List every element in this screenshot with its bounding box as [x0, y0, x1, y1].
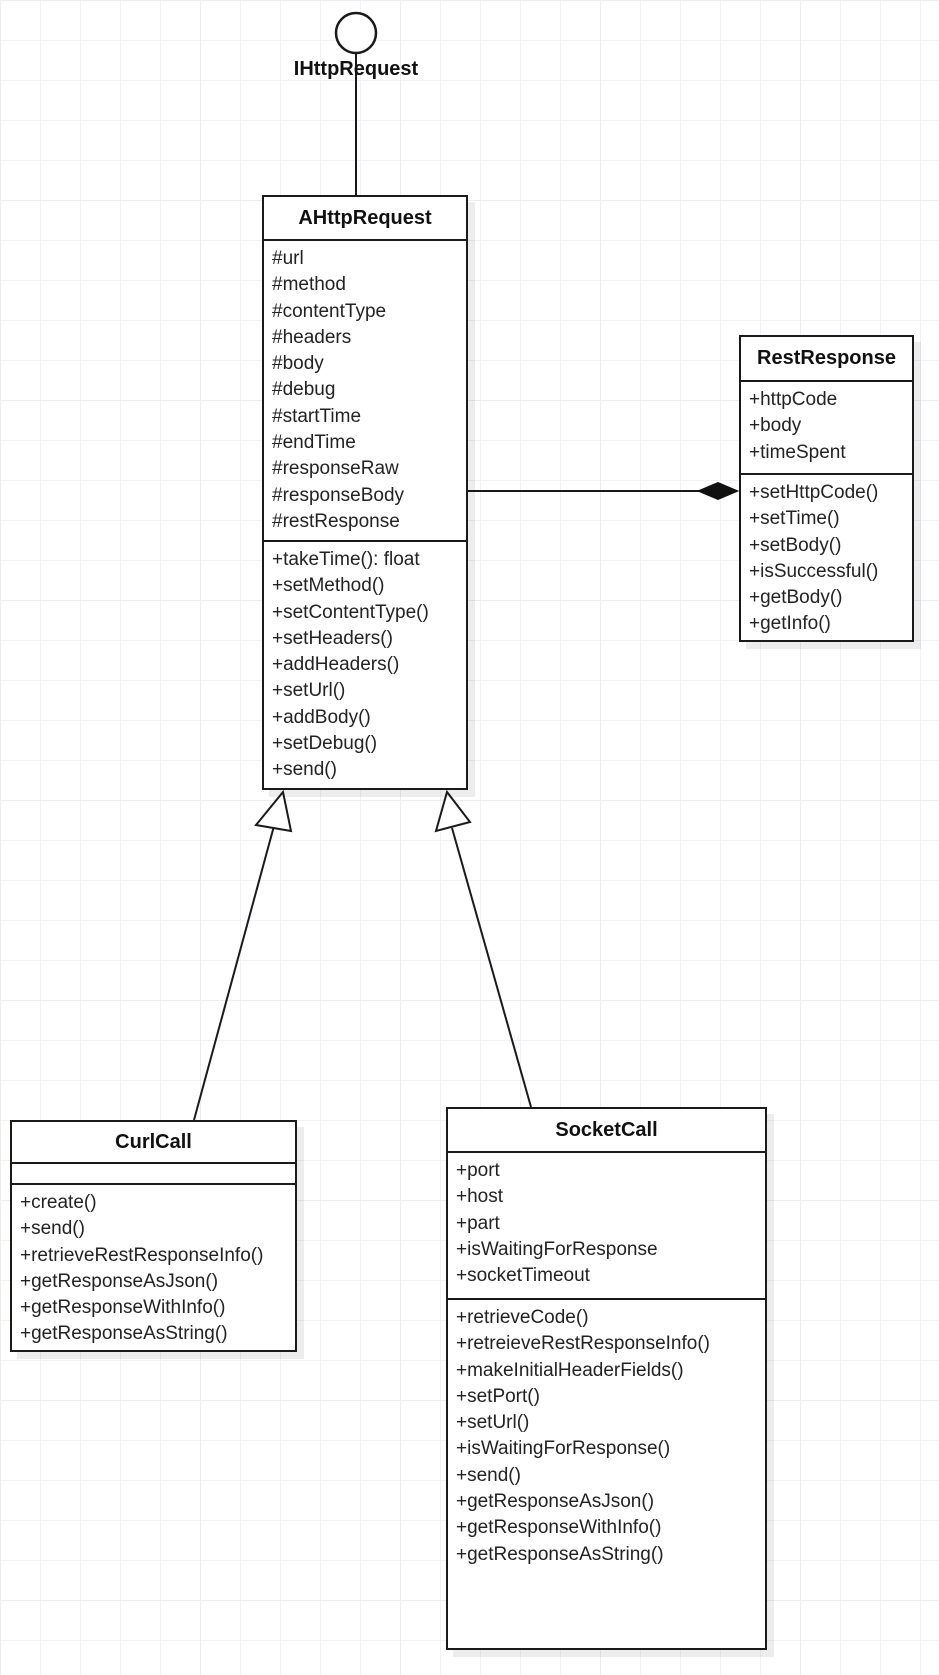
member-line: +retrieveRestResponseInfo() [20, 1244, 264, 1266]
member-line: +setMethod() [272, 575, 385, 597]
class-title-curlcall: CurlCall [115, 1130, 192, 1153]
member-line: +addHeaders() [272, 654, 400, 676]
member-line: +part [456, 1212, 500, 1234]
member-line: +getResponseWithInfo() [456, 1517, 662, 1539]
member-line: +send() [20, 1218, 85, 1240]
member-line: +setHttpCode() [749, 482, 879, 503]
member-line: +getResponseAsJson() [20, 1270, 219, 1292]
class-attributes-restresponse: +httpCode +body +timeSpent [741, 380, 912, 473]
class-attributes-curlcall [12, 1162, 295, 1183]
member-line: #contentType [272, 300, 387, 322]
member-line: #endTime [272, 432, 356, 454]
member-line: +makeInitialHeaderFields() [456, 1359, 684, 1381]
generalization-triangle-icon-right [434, 789, 472, 833]
member-line: +getResponseAsJson() [456, 1491, 655, 1513]
member-line: +create() [20, 1192, 97, 1213]
class-attributes-socketcall: +port +host +part +isWaitingForResponse +soc… [448, 1151, 765, 1298]
member-line: +getInfo() [749, 613, 831, 635]
class-methods-restresponse: +setHttpCode() +setTime() +setBody() +isSuc… [741, 473, 912, 640]
member-line: +retrieveCode() [456, 1307, 589, 1328]
member-line: #startTime [272, 405, 362, 427]
member-line: +isWaitingForResponse() [456, 1438, 671, 1460]
member-line: +send() [272, 759, 337, 781]
class-restresponse: RestResponse +httpCode +body +timeSpent +s… [739, 335, 914, 642]
member-line: +isWaitingForResponse [456, 1238, 658, 1260]
member-line: #responseRaw [272, 458, 399, 480]
generalization-line-socketcall [451, 827, 532, 1108]
member-line: +setPort() [456, 1385, 540, 1407]
member-line: +getResponseAsString() [456, 1543, 664, 1565]
member-line: +setUrl() [456, 1412, 530, 1434]
class-curlcall: CurlCall +create() +send() +retrieveRestRe… [10, 1120, 297, 1352]
member-line: +port [456, 1160, 500, 1181]
class-attributes-ahttprequest: #url #method #contentType #headers #body #deb… [264, 239, 466, 540]
member-line: +send() [456, 1464, 521, 1486]
member-line: +addBody() [272, 706, 371, 728]
member-line: +host [456, 1186, 504, 1208]
member-line: +timeSpent [749, 441, 846, 463]
member-line: #method [272, 274, 346, 296]
class-ahttprequest: AHttpRequest #url #method #contentType #hea… [262, 195, 468, 790]
member-line: +socketTimeout [456, 1265, 590, 1287]
member-line: +setBody() [749, 534, 842, 556]
interface-lollipop-icon [334, 11, 378, 55]
class-socketcall: SocketCall +port +host +part +isWaitingForR… [446, 1107, 767, 1650]
member-line: #restResponse [272, 510, 400, 532]
class-title-ahttprequest: AHttpRequest [298, 206, 432, 229]
class-methods-ahttprequest: +takeTime(): float +setMethod() +setConten… [264, 540, 466, 788]
member-line: #responseBody [272, 484, 405, 506]
member-line: +httpCode [749, 389, 838, 410]
composition-diamond-icon [696, 481, 740, 501]
member-line: #url [272, 248, 304, 269]
member-line: +retreieveRestResponseInfo() [456, 1333, 710, 1355]
class-title-restresponse: RestResponse [757, 347, 896, 369]
member-line: #body [272, 353, 324, 375]
member-line: +getBody() [749, 587, 843, 609]
member-line: +setContentType() [272, 601, 429, 623]
generalization-line-curlcall [193, 825, 275, 1121]
member-line: +getResponseAsString() [20, 1323, 228, 1345]
interface-label: IHttpRequest [293, 58, 419, 80]
member-line: #debug [272, 379, 336, 401]
member-line: +isSuccessful() [749, 560, 879, 582]
member-line: +setTime() [749, 508, 840, 530]
member-line: +body [749, 415, 802, 437]
generalization-triangle-icon-left [254, 789, 293, 833]
member-line: +getResponseWithInfo() [20, 1297, 226, 1319]
class-methods-curlcall: +create() +send() +retrieveRestResponseInf… [12, 1183, 295, 1350]
member-line: +setUrl() [272, 680, 346, 702]
member-line: +setDebug() [272, 733, 378, 755]
member-line: +setHeaders() [272, 627, 393, 649]
class-methods-socketcall: +retrieveCode() +retreieveRestResponseInf… [448, 1298, 765, 1648]
member-line: #headers [272, 326, 352, 348]
class-title-socketcall: SocketCall [555, 1118, 658, 1141]
member-line: +takeTime(): float [272, 549, 420, 570]
